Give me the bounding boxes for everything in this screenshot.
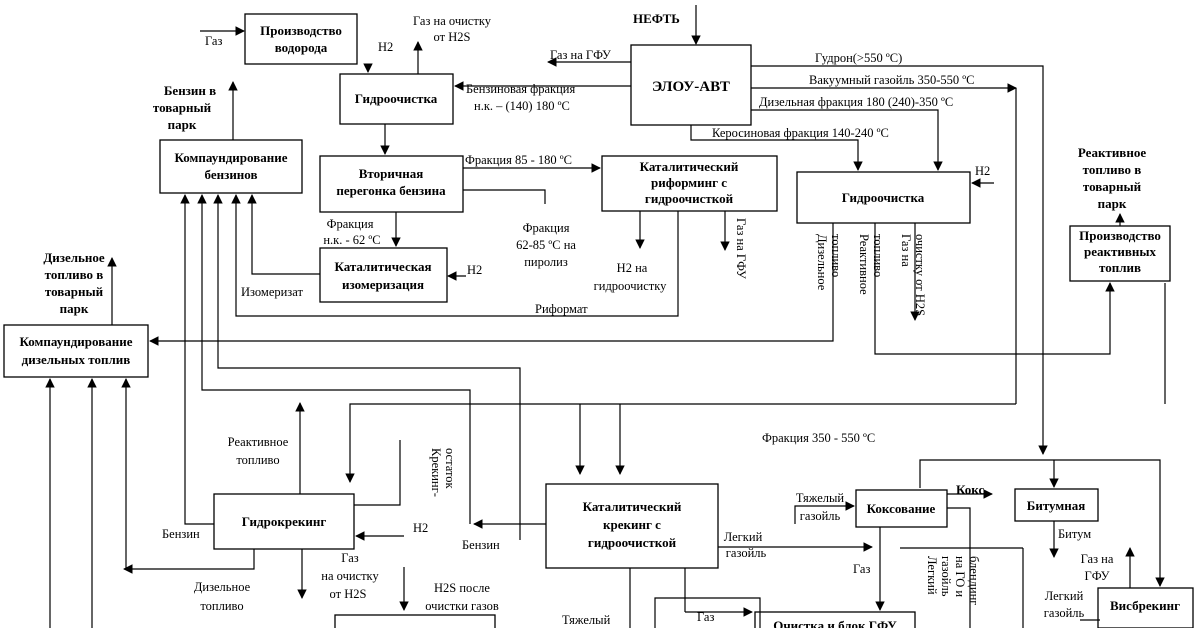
label-diesel-vertical: Дизельноетопливо bbox=[815, 234, 843, 291]
svg-text:Коксование: Коксование bbox=[867, 501, 936, 516]
label-gasoline-2: Бензин bbox=[462, 538, 500, 552]
label-bitumen-out: Битум bbox=[1058, 527, 1091, 541]
label-gas-to-h2: Газ bbox=[205, 34, 222, 48]
label-jet-vertical: Реактивноетопливо bbox=[857, 234, 885, 295]
label-gas-h2s-vertical: Газ наочистку от H2S bbox=[899, 234, 927, 316]
label-vacuum-gasoil: Вакуумный газойль 350-550 ºC bbox=[809, 73, 974, 87]
svg-text:Битумная: Битумная bbox=[1027, 498, 1086, 513]
label-h2-1: H2 bbox=[378, 40, 393, 54]
box-gas-cleaning: Очистка и блок ГФУ bbox=[754, 611, 916, 628]
label-h2-4: H2 bbox=[413, 521, 428, 535]
box-bottom-unit bbox=[334, 614, 496, 628]
label-gas-1: Газ bbox=[853, 562, 870, 576]
box-hydrotreat-distillates: Гидроочистка bbox=[796, 171, 971, 224]
label-coke: Кокс bbox=[956, 482, 984, 497]
svg-text:Гидрокрекинг: Гидрокрекинг bbox=[242, 514, 327, 529]
flow-lines bbox=[45, 5, 1166, 628]
box-visbreaking: Висбрекинг bbox=[1097, 587, 1194, 628]
label-crude-oil: НЕФТЬ bbox=[633, 11, 680, 26]
svg-text:Очистка и блок ГФУ: Очистка и блок ГФУ bbox=[773, 618, 897, 628]
box-elou-avt: ЭЛОУ-АВТ bbox=[630, 44, 752, 126]
label-kerosene-fraction: Керосиновая фракция 140-240 ºC bbox=[712, 126, 889, 140]
label-reformate: Риформат bbox=[535, 302, 588, 316]
label-diesel-fraction: Дизельная фракция 180 (240)-350 ºC bbox=[759, 95, 953, 109]
box-hydrocracking: Гидрокрекинг bbox=[213, 493, 355, 550]
label-cracking-residue: Крекинг-остаток bbox=[429, 448, 457, 497]
label-h2-3: H2 bbox=[467, 263, 482, 277]
box-hydrotreat-naphtha: Гидроочистка bbox=[339, 73, 454, 125]
label-gas-2: Газ bbox=[697, 610, 714, 624]
svg-text:Гидроочистка: Гидроочистка bbox=[355, 91, 438, 106]
svg-text:Гидроочистка: Гидроочистка bbox=[842, 190, 925, 205]
label-gas-gfu-1: Газ на ГФУ bbox=[550, 48, 611, 62]
label-gasoline-1: Бензин bbox=[162, 527, 200, 541]
label-isomerate: Изомеризат bbox=[241, 285, 303, 299]
label-fraction-350-550: Фракция 350 - 550 ºC bbox=[762, 431, 875, 445]
label-heavy-gasoil-2: Тяжелый bbox=[562, 613, 611, 627]
box-coking: Коксование bbox=[855, 489, 948, 528]
svg-text:Висбрекинг: Висбрекинг bbox=[1110, 598, 1180, 613]
box-bitumen: Битумная bbox=[1014, 488, 1099, 522]
label-light-gasoil-vertical: Легкийгазойльна ГО иблендинг bbox=[925, 556, 981, 605]
label-tar: Гудрон(>550 ºC) bbox=[815, 51, 902, 65]
svg-text:ЭЛОУ-АВТ: ЭЛОУ-АВТ bbox=[652, 79, 730, 95]
label-gas-gfu-2: Газ на ГФУ bbox=[734, 218, 748, 279]
label-h2-2: H2 bbox=[975, 164, 990, 178]
label-fraction-85-180: Фракция 85 - 180 ºC bbox=[465, 153, 572, 167]
